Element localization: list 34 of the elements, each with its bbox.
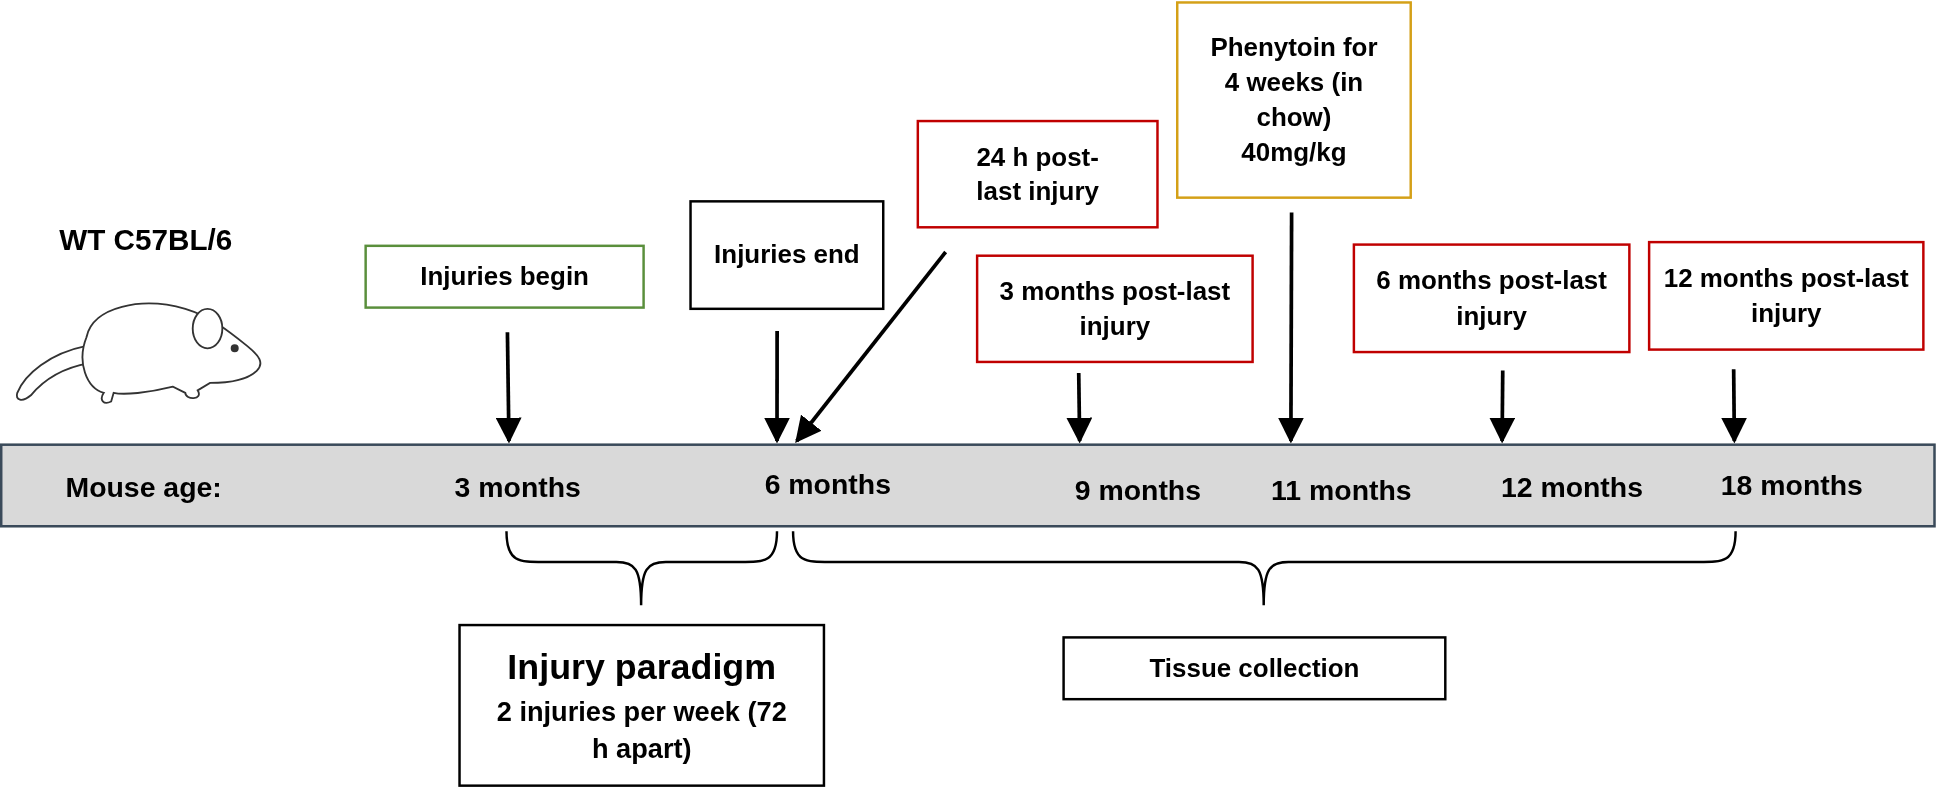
event-box [364,244,645,309]
age-label: 6 months [764,467,891,503]
collection-box [1062,636,1447,701]
timeline-band [0,443,1936,528]
box-title: 3 months post-last injury [998,275,1232,342]
box-title: Tissue collection [1149,652,1360,684]
treatment-box [1176,1,1412,199]
timepoint-box [1352,243,1631,354]
age-label: 3 months [454,469,581,505]
strain-label: WT C57BL/6 [59,222,233,257]
timepoint-box [975,254,1254,364]
age-label: 18 months [1720,468,1863,504]
age-label: 11 months [1271,473,1412,509]
age-label: 9 months [1074,473,1201,509]
arrow [495,332,522,444]
box-title: 24 h post-last injury [975,140,1100,208]
box-title: Injury paradigm [507,645,777,689]
box-title: Injuries end [714,239,860,271]
timepoint-box [1647,240,1925,351]
box-title: 6 months post-last injury [1375,264,1608,332]
timepoint-box [916,119,1159,229]
axis-title: Mouse age: [65,469,222,505]
box-title: 12 months post-last injury [1662,262,1910,329]
box-title: Injuries begin [420,260,589,293]
arrow [1066,373,1093,444]
arrow [764,331,790,444]
arrow [1489,370,1516,444]
age-label: 12 months [1500,469,1643,505]
box-title: Phenytoin for 4 weeks (in chow) 40mg/kg [1209,31,1379,168]
paradigm-box [458,623,826,787]
box-subtitle: 2 injuries per week (72 h apart) [495,695,788,767]
arrow [1721,369,1748,444]
arrow [1278,212,1304,444]
event-box [689,200,885,311]
